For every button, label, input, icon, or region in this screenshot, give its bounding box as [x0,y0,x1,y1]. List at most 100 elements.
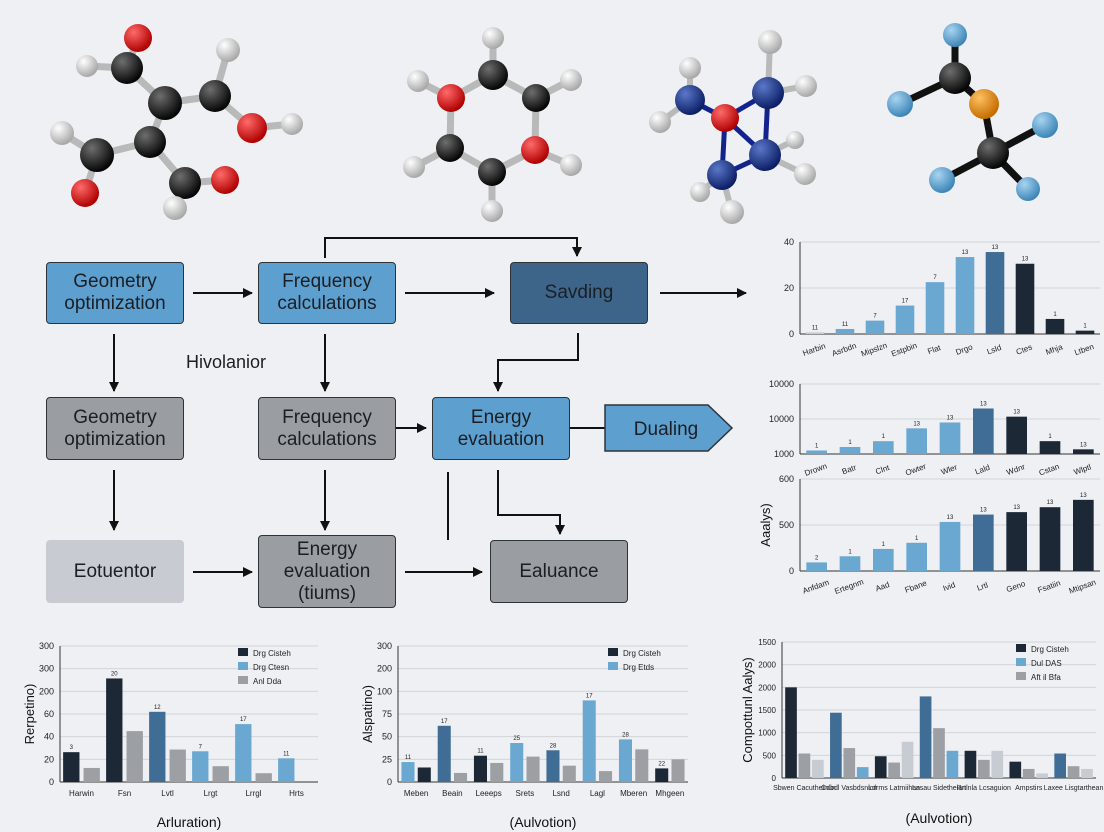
bar [417,767,431,782]
bar [635,749,649,782]
x-tick-label: Flat [926,343,942,356]
node-label: Ealuance [519,560,599,582]
bar [946,750,959,778]
bar-data-label: 13 [947,416,954,422]
bar-data-label: 1 [848,549,852,555]
bar-data-label: 11 [283,751,290,757]
legend-swatch [238,676,248,684]
bar [235,724,252,782]
bar [991,750,1004,778]
bar-data-label: 7 [933,275,937,281]
bar [1039,507,1061,571]
x-tick-label: Cdbdl Vasbdsnion [821,785,877,792]
legend-swatch [238,662,248,670]
bar [599,771,613,782]
x-tick-label: Hrts [289,789,304,798]
bar [933,728,945,778]
bar [806,562,827,571]
bar [212,766,229,782]
node-ealuance: Ealuance [490,540,628,603]
legend-label: Drg Cisteh [623,649,661,658]
bar-data-label: 11 [405,755,412,761]
molecule-illustrations [50,23,1058,224]
x-tick-label: Harbin [802,341,827,358]
node-label: Energy evaluation (tiums) [283,538,371,604]
y-tick-label: 2000 [758,661,776,670]
bar [169,749,186,782]
x-tick-label: Lsnd [552,789,569,798]
y-tick-label: 50 [382,732,392,742]
bar [1009,761,1022,778]
bar [618,739,632,782]
bar-data-label: 20 [111,671,118,677]
bar [1075,330,1095,334]
x-tick-label: Sbwen Cacutheinun [773,785,836,792]
y-axis-title: Aaalys) [758,503,773,546]
x-tick-label: Mipslzn [860,341,889,359]
x-tick-label: Harwin [69,789,94,798]
bar-data-label: 1 [815,444,819,450]
y-tick-label: 0 [772,774,777,783]
bar-data-label: 13 [1080,493,1087,499]
bar [919,696,932,778]
bar [278,758,295,782]
bar-data-label: 7 [199,744,203,750]
bar [1006,512,1027,571]
legend-label: Drg Etds [623,663,654,672]
bar [839,556,861,571]
bar [546,750,560,782]
bar-data-label: 12 [154,705,161,711]
bar-data-label: 11 [842,322,849,328]
x-tick-label: Lagl [590,789,605,798]
y-tick-label: 300 [39,641,54,651]
x-tick-label: Ltben [1073,342,1095,357]
node-label: Frequency calculations [277,271,377,314]
bar [526,756,540,782]
bar-data-label: 13 [947,515,954,521]
bar [255,773,272,782]
bar [401,762,415,782]
node-label: Energy evaluation [457,406,545,450]
x-tick-label: Laxee Lisgtarthean [1044,785,1104,792]
x-tick-label: Fbane [904,578,929,594]
x-tick-label: Ctes [1015,343,1034,357]
bar-data-label: 2 [815,555,819,561]
y-tick-label: 2000 [758,683,776,692]
bar-data-label: 17 [240,717,247,723]
legend-swatch [1016,672,1026,680]
bar [865,320,885,334]
y-axis-title: Compottunl Aalys) [740,657,755,763]
bar-data-label: 11 [477,749,484,755]
x-tick-label: Aad [874,580,890,593]
bar-data-label: 17 [441,719,448,725]
y-tick-label: 20 [44,754,54,764]
legend-label: Drg Cisteh [1031,645,1069,654]
bar [874,756,887,778]
bar-data-label: 3 [70,745,74,751]
node-savding: Savding [510,262,648,324]
y-tick-label: 0 [49,777,54,787]
x-tick-label: Rrtlnla Lcsaguion [957,785,1011,792]
y-tick-label: 500 [779,520,794,530]
x-tick-label: Mberen [620,789,647,798]
x-tick-label: Anfdam [801,578,830,596]
bar-data-label: 17 [586,693,593,699]
molecule-3-atoms [649,30,817,224]
bar [978,759,990,778]
y-tick-label: 0 [387,777,392,787]
bar-data-label: 13 [980,402,987,408]
node-label: Eotuentor [73,560,157,582]
legend-swatch [1016,658,1026,666]
bar [973,408,994,454]
x-tick-label: Geno [1005,579,1027,594]
side-label: Hivolanior [186,352,267,372]
x-axis-title: (Aulvotion) [510,814,577,830]
node-frequency-calculations-1: Frequency calculations [258,262,396,324]
x-tick-label: Lrgt [204,789,219,798]
y-tick-label: 40 [784,237,794,247]
bar-data-label: 11 [812,325,819,331]
node-geometry-optimization-2: Geometry optimization [46,397,184,460]
